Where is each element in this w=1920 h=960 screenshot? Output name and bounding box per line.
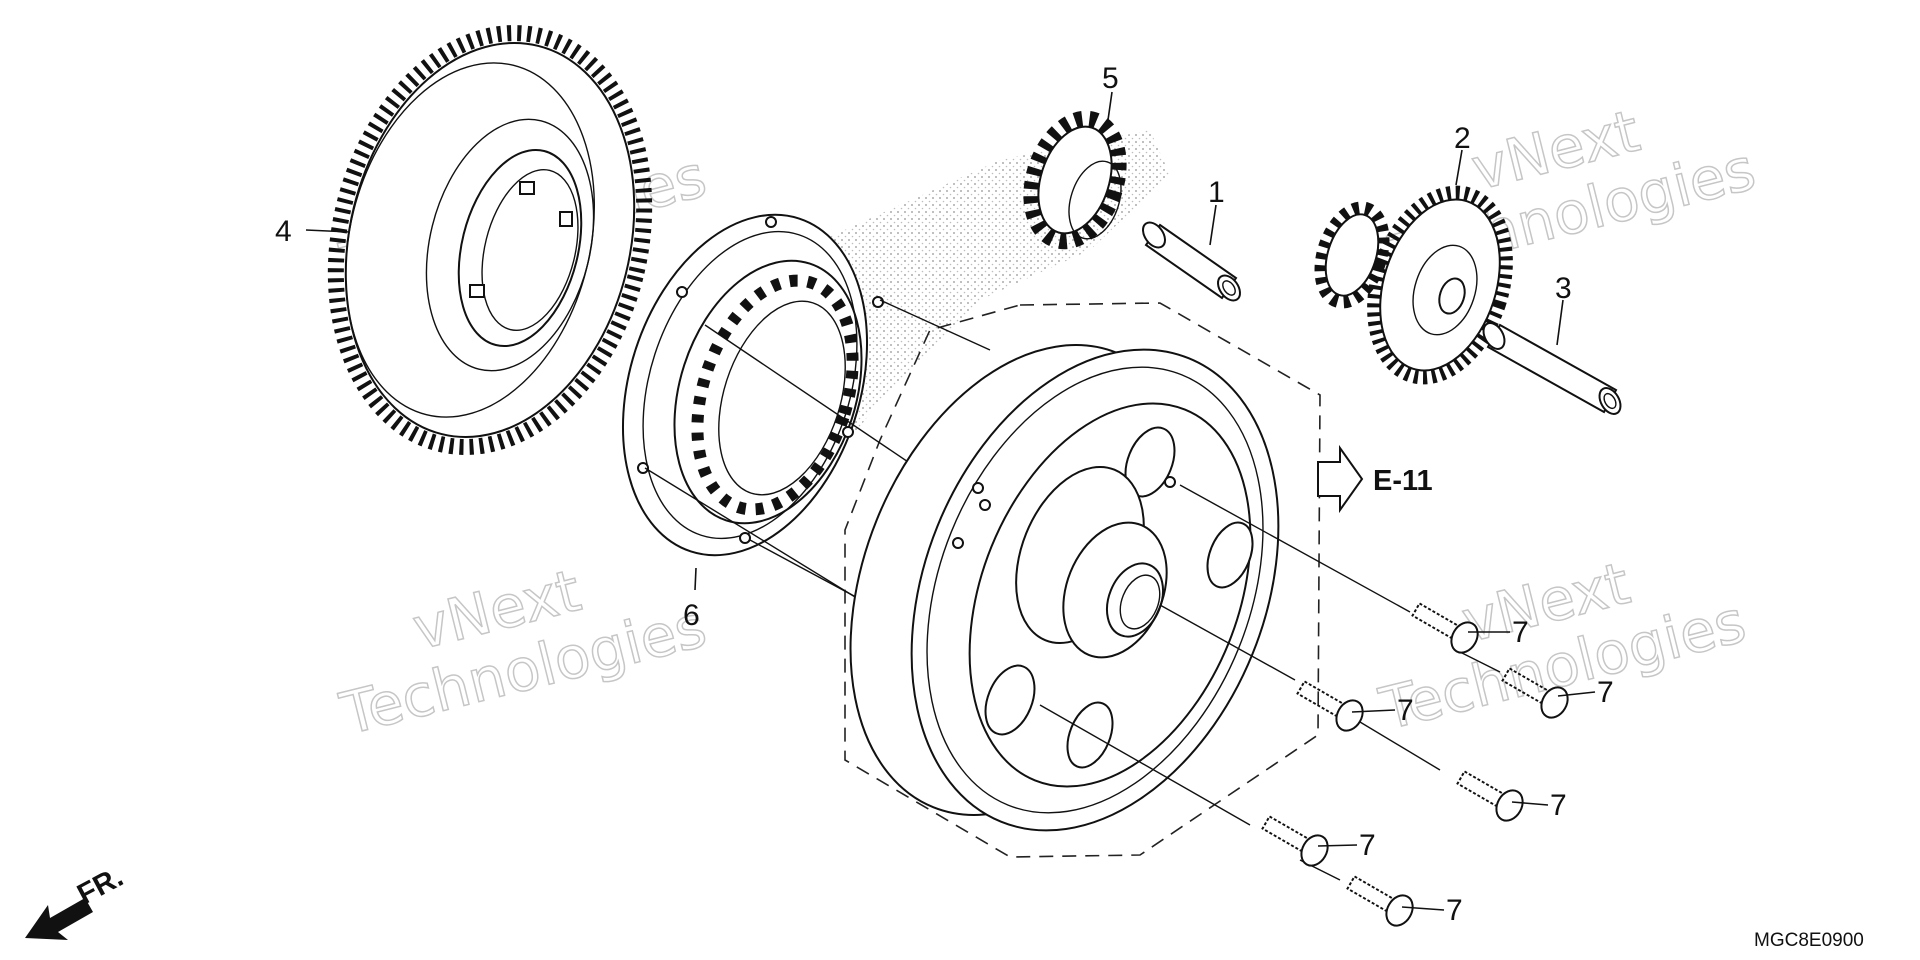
- shaft-part-3: [1482, 322, 1622, 415]
- assembly-outline: [844, 302, 1321, 858]
- bolt-part-7-d: [1456, 770, 1524, 822]
- callout-7-b: 7: [1597, 676, 1614, 709]
- front-arrow-icon: [25, 898, 93, 940]
- watermark-bottom-left: vNext Technologies: [333, 555, 713, 749]
- part-code: MGC8E0900: [1754, 930, 1864, 951]
- callout-5: 5: [1102, 62, 1119, 95]
- callout-1: 1: [1208, 176, 1225, 209]
- one-way-clutch-part-6: [621, 213, 884, 557]
- starter-driven-gear-part-4: [327, 25, 653, 455]
- bolt-part-7-c: [1296, 680, 1364, 732]
- bolt-part-7-f: [1346, 875, 1414, 927]
- callout-2: 2: [1454, 122, 1471, 155]
- bolt-part-7-a: [1411, 602, 1479, 654]
- callout-7-d: 7: [1550, 789, 1567, 822]
- shaft-part-1: [1142, 221, 1241, 302]
- idle-gear-part-2: [1314, 185, 1513, 385]
- callout-6: 6: [683, 599, 700, 632]
- callout-4: 4: [275, 215, 292, 248]
- bolt-part-7-e: [1261, 815, 1329, 867]
- callout-7-f: 7: [1446, 894, 1463, 927]
- reference-label: E-11: [1373, 465, 1433, 497]
- callout-7-a: 7: [1512, 616, 1529, 649]
- flywheel: [849, 344, 1280, 832]
- leader-lines: [305, 91, 1596, 911]
- callout-7-e: 7: [1359, 829, 1376, 862]
- small-gear-part-5: [1023, 110, 1127, 250]
- reference-arrow-icon: [1317, 444, 1364, 514]
- callout-3: 3: [1555, 272, 1572, 305]
- callout-7-c: 7: [1397, 694, 1414, 727]
